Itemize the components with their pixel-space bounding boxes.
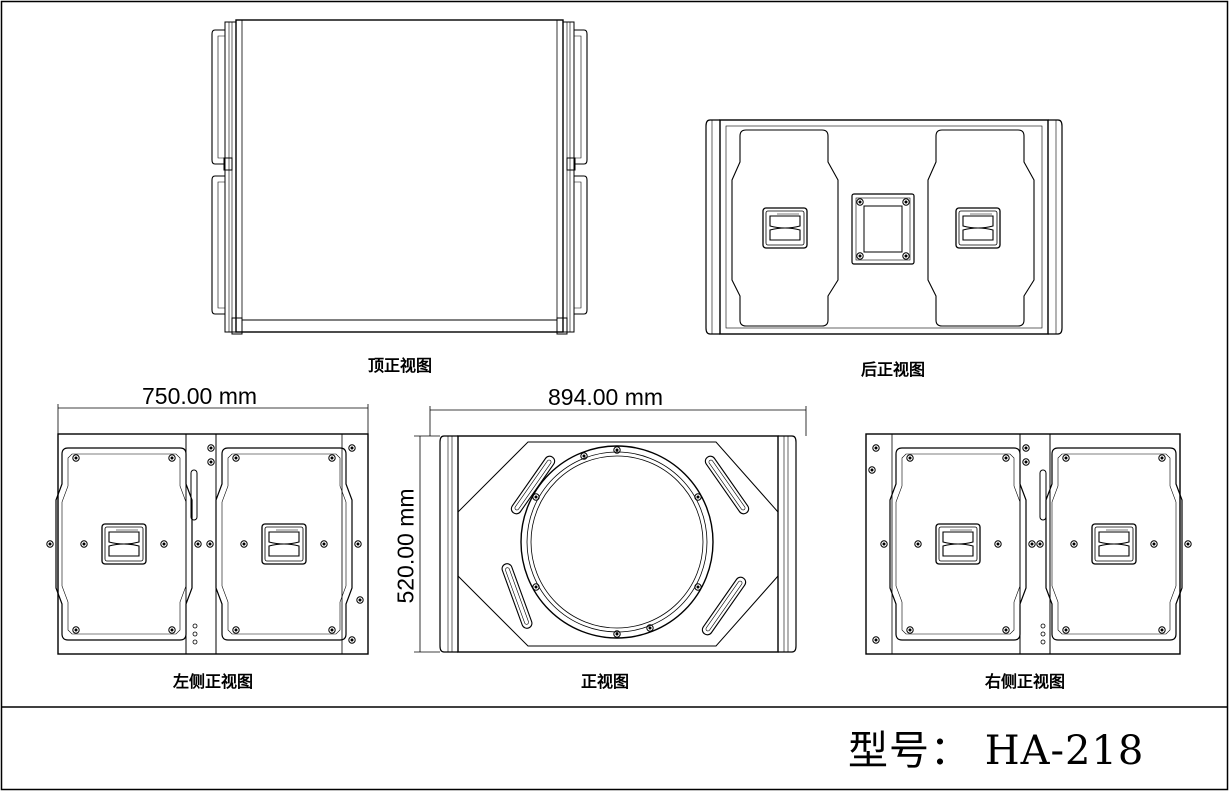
- right-side-view-drawing: [865, 433, 1191, 655]
- rear-view-drawing: [705, 119, 1063, 335]
- dimension-front-height: 520.00 mm: [392, 488, 419, 604]
- top-view-label: 顶正视图: [367, 356, 433, 375]
- dimension-lines: [57, 404, 807, 653]
- right-side-view-label: 右侧正视图: [984, 672, 1066, 691]
- top-view-drawing: [211, 19, 588, 335]
- front-view-drawing: [439, 435, 797, 653]
- rear-view-label: 后正视图: [860, 360, 926, 379]
- left-side-view-label: 左侧正视图: [172, 672, 254, 691]
- dimension-front-width: 894.00 mm: [548, 384, 664, 410]
- model-number: 型号： HA-218: [848, 728, 1145, 774]
- front-view-label: 正视图: [580, 672, 630, 691]
- dimension-left-width: 750.00 mm: [142, 383, 258, 409]
- left-side-view-drawing: [47, 433, 369, 655]
